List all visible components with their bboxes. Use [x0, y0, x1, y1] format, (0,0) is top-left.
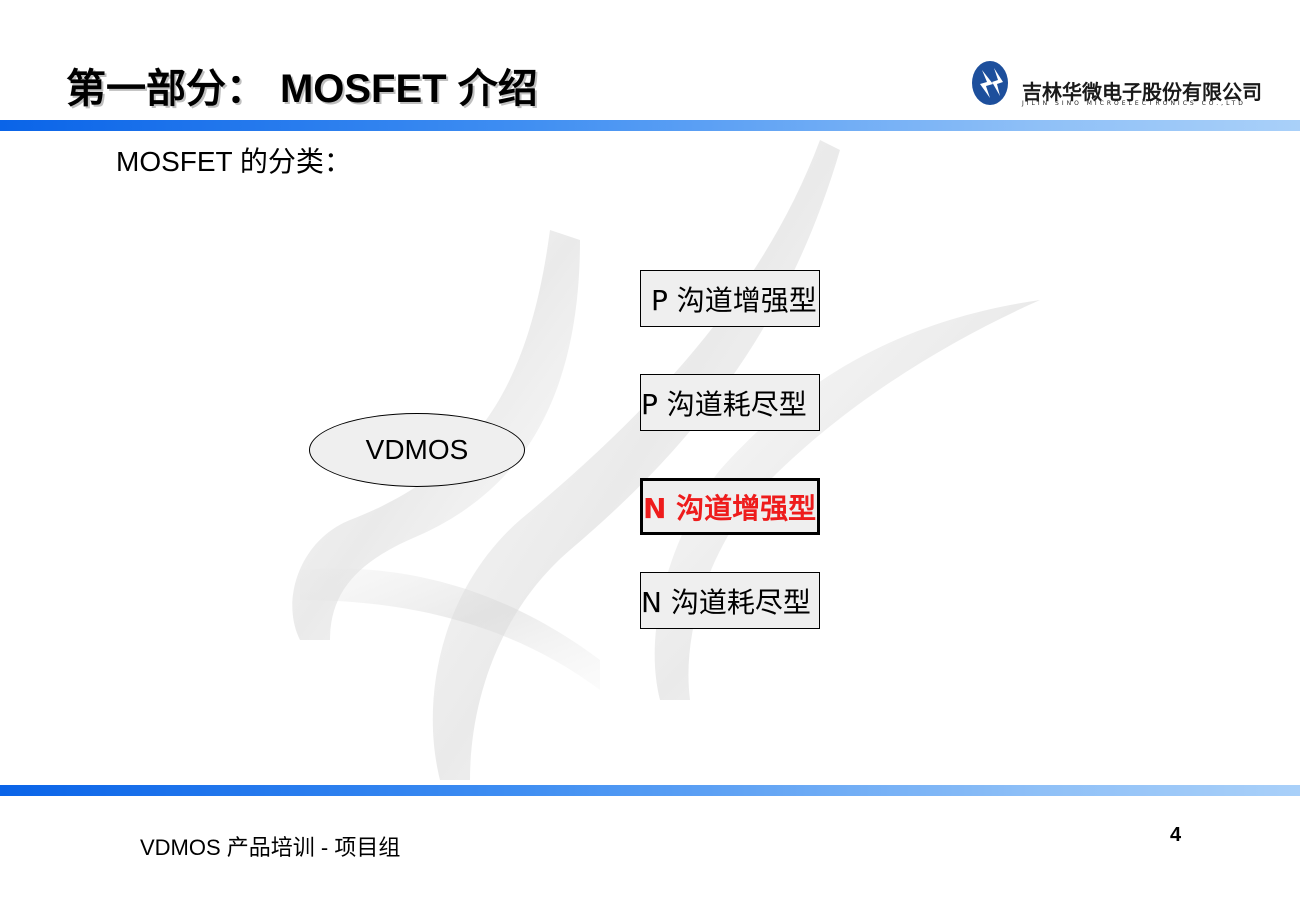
root-node-label: VDMOS [365, 434, 469, 465]
logo-emblem-icon [972, 61, 1008, 105]
section-subtitle: MOSFET 的分类： [116, 146, 352, 177]
page-number: 4 [1170, 824, 1182, 846]
type-box-p-depletion: P 沟道耗尽型 [640, 374, 820, 431]
header-divider-bar [0, 120, 1300, 131]
logo-name-chinese: 吉林华微电子股份有限公司 [1022, 80, 1262, 104]
logo-name-english: JILIN SINO MICROELECTRONICS CO.,LTD [1022, 100, 1246, 107]
company-logo: 吉林华微电子股份有限公司 JILIN SINO MICROELECTRONICS… [970, 60, 1270, 110]
title-chinese: 第一部分： [66, 66, 266, 112]
type-label: P 沟道耗尽型 [641, 387, 807, 421]
footer-caption: VDMOS 产品培训 - 项目组 [140, 835, 401, 860]
page-title: 第一部分： MOSFET 介绍 [66, 56, 538, 114]
root-node-vdmos: VDMOS [309, 413, 525, 487]
type-label: N 沟道增强型 [643, 491, 817, 525]
type-box-p-enhancement: P 沟道增强型 [640, 270, 820, 327]
type-label: P 沟道增强型 [651, 283, 817, 317]
title-english: MOSFET 介绍 [279, 67, 538, 111]
type-box-n-enhancement: N 沟道增强型 [640, 478, 820, 535]
type-label: N 沟道耗尽型 [641, 585, 811, 619]
footer-divider-bar [0, 785, 1300, 796]
type-box-n-depletion: N 沟道耗尽型 [640, 572, 820, 629]
